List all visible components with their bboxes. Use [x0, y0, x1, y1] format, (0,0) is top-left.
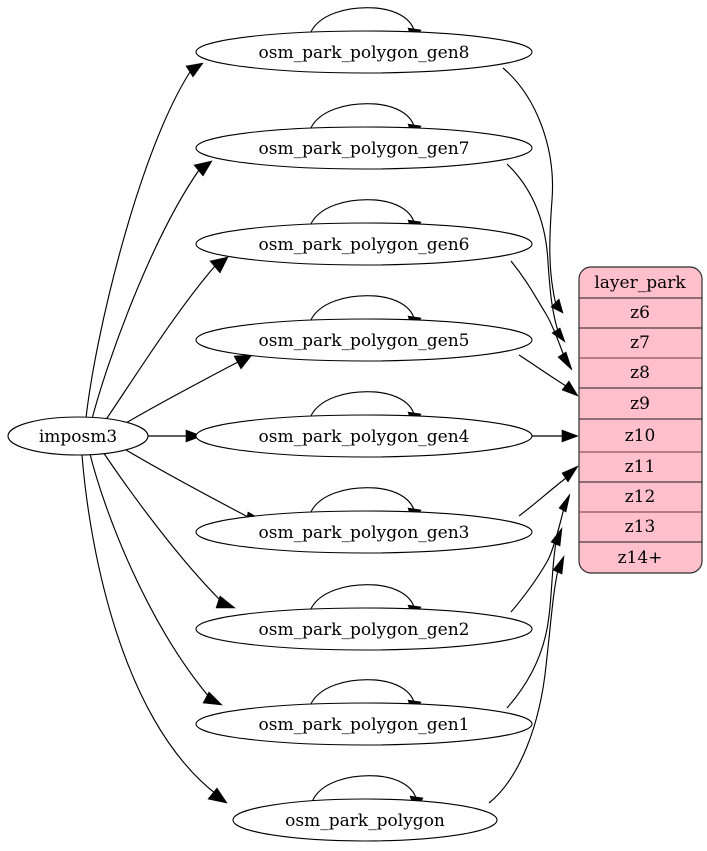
- table-row-z10[interactable]: z10: [625, 426, 656, 446]
- edge-gen3-to-z11: [518, 477, 567, 517]
- edge-arrowhead-gen7: [193, 160, 213, 177]
- table-row-z14[interactable]: z14+: [618, 548, 663, 568]
- self-loop-gen4: [309, 391, 415, 419]
- node-gen8[interactable]: osm_park_polygon_gen8: [195, 30, 533, 74]
- edge-gen6-to-z8: [510, 260, 565, 357]
- node-gen6[interactable]: osm_park_polygon_gen6: [195, 222, 533, 266]
- node-base-label: osm_park_polygon: [285, 811, 445, 831]
- edge-arrowhead-z8: [557, 351, 573, 371]
- edge-imposm3-to-gen1: [89, 453, 211, 699]
- node-gen1[interactable]: osm_park_polygon_gen1: [195, 702, 533, 746]
- edge-group-nodes-to-table: [488, 67, 579, 804]
- table-row-z11[interactable]: z11: [625, 457, 656, 477]
- edge-gen1-to-z13: [506, 541, 557, 709]
- edge-arrowhead-z6: [550, 298, 564, 314]
- table-row-z7[interactable]: z7: [630, 333, 650, 353]
- node-gen3-label: osm_park_polygon_gen3: [259, 523, 470, 543]
- edge-group-source-to-nodes: [81, 62, 265, 804]
- edge-arrowhead-gen1: [202, 691, 223, 706]
- edge-imposm3-to-base: [81, 454, 217, 795]
- edge-imposm3-to-gen6: [104, 265, 216, 422]
- node-gen6-shape[interactable]: [195, 222, 533, 266]
- self-loop-gen5: [309, 295, 415, 323]
- edge-arrowhead-z9: [561, 380, 579, 397]
- node-imposm3-shape[interactable]: [7, 416, 149, 456]
- self-loop-base: [311, 775, 417, 803]
- self-loop-gen1: [309, 679, 415, 707]
- edge-arrowhead-z13: [550, 526, 563, 547]
- edge-gen2-to-z12: [510, 507, 565, 613]
- edge-imposm3-to-gen5: [125, 361, 239, 424]
- table-row-z8[interactable]: z8: [630, 363, 650, 383]
- table-header-layer-park: layer_park: [594, 273, 686, 293]
- node-gen2[interactable]: osm_park_polygon_gen2: [195, 607, 533, 651]
- node-gen7-label: osm_park_polygon_gen7: [259, 139, 470, 159]
- edge-arrowhead-base: [207, 787, 228, 804]
- edge-gen8-to-z6: [502, 67, 557, 306]
- table-row-z12[interactable]: z12: [625, 487, 656, 507]
- node-gen2-label: osm_park_polygon_gen2: [259, 620, 470, 640]
- node-gen8-label: osm_park_polygon_gen8: [259, 43, 470, 63]
- node-gen8-shape[interactable]: [195, 30, 533, 74]
- edge-imposm3-to-gen7: [91, 169, 200, 420]
- node-gen5-label: osm_park_polygon_gen5: [259, 331, 470, 351]
- edge-arrowhead-z10: [561, 429, 579, 443]
- node-gen7-shape[interactable]: [195, 126, 533, 170]
- node-gen4[interactable]: osm_park_polygon_gen4: [195, 414, 533, 458]
- edge-arrowhead-gen4: [185, 429, 203, 443]
- table-row-z13[interactable]: z13: [625, 517, 656, 537]
- node-gen6-label: osm_park_polygon_gen6: [259, 235, 470, 255]
- node-gen1-label: osm_park_polygon_gen1: [259, 715, 470, 735]
- node-gen3-shape[interactable]: [195, 510, 533, 554]
- node-gen5[interactable]: osm_park_polygon_gen5: [195, 318, 533, 362]
- edge-imposm3-to-gen2: [102, 451, 223, 603]
- node-gen5-shape[interactable]: [195, 318, 533, 362]
- self-loop-gen2: [309, 584, 415, 612]
- edge-gen5-to-z9: [518, 354, 567, 387]
- table-layer-park-body: [578, 266, 703, 574]
- edge-imposm3-to-gen3: [125, 449, 251, 519]
- node-gen1-shape[interactable]: [195, 702, 533, 746]
- edge-arrowhead-gen5: [233, 354, 253, 370]
- edge-gen7-to-z7: [506, 163, 559, 332]
- node-base[interactable]: osm_park_polygon: [232, 798, 498, 842]
- node-imposm3-label: imposm3: [39, 427, 117, 447]
- self-loop-gen8: [309, 7, 415, 35]
- node-gen2-shape[interactable]: [195, 607, 533, 651]
- table-row-z6[interactable]: z6: [630, 303, 650, 323]
- node-gen3[interactable]: osm_park_polygon_gen3: [195, 510, 533, 554]
- edge-arrowhead-z14: [552, 554, 565, 575]
- edge-arrowhead-gen2: [215, 595, 236, 609]
- edge-imposm3-to-gen8: [85, 71, 191, 419]
- node-imposm3[interactable]: imposm3: [7, 416, 149, 456]
- table-row-z9[interactable]: z9: [630, 394, 650, 414]
- self-loop-gen6: [309, 199, 415, 227]
- edge-arrowhead-z12: [558, 493, 571, 513]
- node-base-shape[interactable]: [232, 798, 498, 842]
- edge-base-to-z14: [488, 569, 559, 804]
- self-loop-gen3: [309, 487, 415, 515]
- node-gen4-label: osm_park_polygon_gen4: [259, 427, 470, 447]
- edge-arrowhead-z7: [551, 327, 566, 343]
- edge-arrowhead-z11: [561, 465, 579, 483]
- edge-arrowhead-gen8: [185, 62, 204, 78]
- table-layer-park[interactable]: layer_park z6 z7 z8 z9 z10 z11 z12 z13 z…: [578, 266, 703, 574]
- node-gen4-shape[interactable]: [195, 414, 533, 458]
- node-gen7[interactable]: osm_park_polygon_gen7: [195, 126, 533, 170]
- self-loop-gen7: [309, 103, 415, 131]
- edge-arrowhead-gen6: [209, 256, 229, 274]
